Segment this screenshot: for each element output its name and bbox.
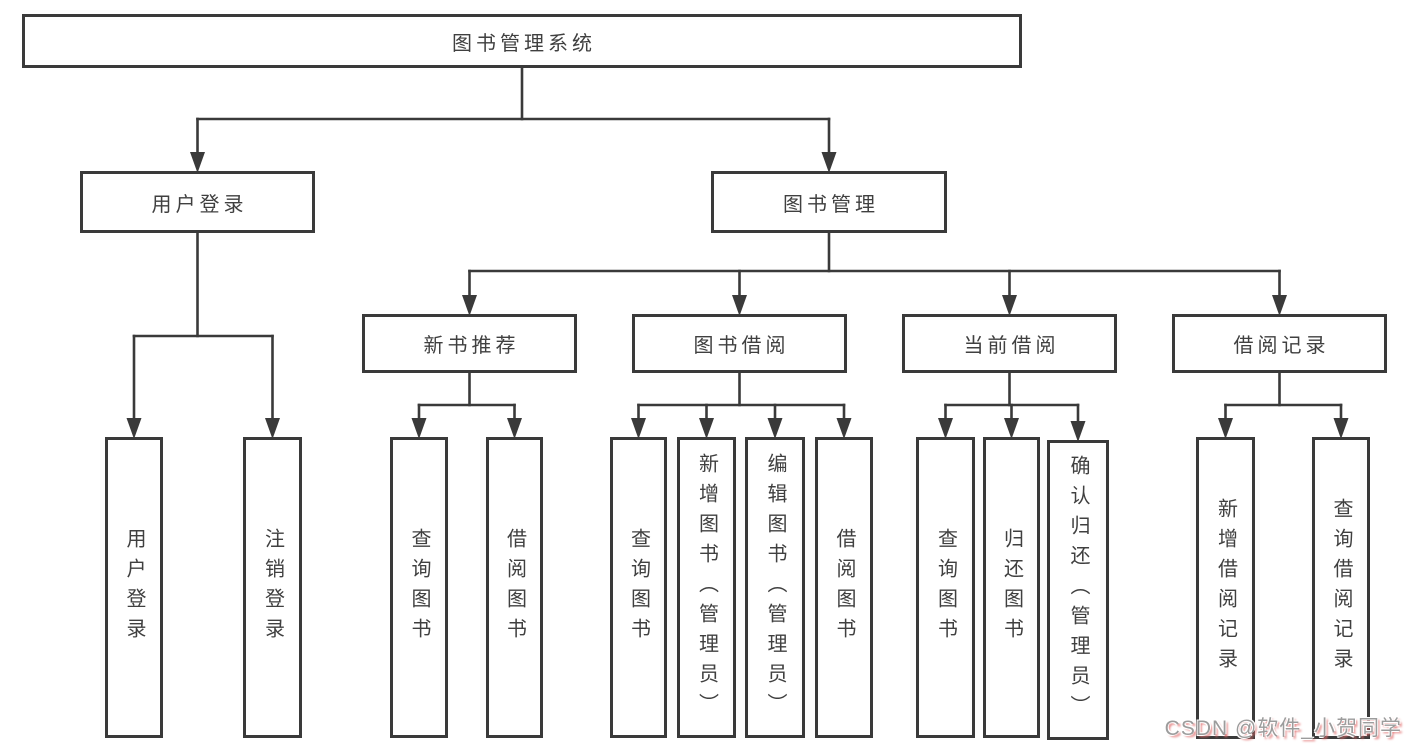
- node-user-login: 用户登录: [80, 171, 315, 233]
- arrowhead-icon: [411, 418, 427, 439]
- node-label-book-mgmt: 图书管理: [783, 193, 879, 216]
- arrowhead-icon: [1070, 421, 1086, 442]
- node-login: 用户登录: [105, 437, 163, 738]
- node-label-cb-return-book: 归还图书: [1000, 527, 1023, 648]
- arrowhead-icon: [631, 418, 646, 439]
- node-label-new-book-rec: 新书推荐: [423, 335, 520, 357]
- node-bb-borrow-book: 借阅图书: [815, 437, 873, 738]
- node-label-bb-add-book: 新增图书（管理员）: [695, 452, 718, 723]
- node-borrow-record: 借阅记录: [1172, 314, 1387, 373]
- node-nbr-query-book: 查询图书: [390, 437, 448, 738]
- arrowhead-icon: [1002, 295, 1017, 316]
- arrowhead-icon: [1218, 418, 1233, 439]
- node-label-nbr-borrow-book: 借阅图书: [503, 527, 526, 648]
- node-label-bb-borrow-book: 借阅图书: [833, 527, 855, 648]
- node-label-br-query-record: 查询借阅记录: [1330, 498, 1352, 678]
- node-nbr-borrow-book: 借阅图书: [486, 437, 543, 738]
- node-label-login: 用户登录: [123, 527, 145, 648]
- arrowhead-icon: [462, 295, 477, 316]
- node-book-mgmt: 图书管理: [711, 171, 947, 233]
- node-label-book-borrow: 图书借阅: [693, 335, 790, 357]
- arrowhead-icon: [507, 418, 522, 439]
- node-label-user-login: 用户登录: [151, 193, 248, 216]
- node-label-bb-query-book: 查询图书: [627, 527, 650, 648]
- node-label-br-add-record: 新增借阅记录: [1214, 498, 1237, 678]
- arrowhead-icon: [126, 418, 142, 439]
- node-br-query-record: 查询借阅记录: [1312, 437, 1370, 739]
- arrowhead-icon: [1004, 418, 1019, 439]
- node-bb-add-book: 新增图书（管理员）: [677, 437, 736, 738]
- node-cb-confirm-return: 确认归还（管理员）: [1047, 440, 1109, 740]
- csdn-watermark: CSDN @软件_小贺同学: [1164, 717, 1402, 740]
- node-current-borrow: 当前借阅: [902, 314, 1117, 373]
- node-bb-edit-book: 编辑图书（管理员）: [745, 437, 805, 738]
- node-bb-query-book: 查询图书: [610, 437, 667, 738]
- node-new-book-rec: 新书推荐: [362, 314, 577, 373]
- arrowhead-icon: [265, 418, 280, 439]
- arrowhead-icon: [767, 418, 783, 439]
- arrowhead-icon: [938, 418, 953, 439]
- arrowhead-icon: [699, 418, 714, 439]
- node-label-borrow-record: 借阅记录: [1233, 335, 1330, 357]
- node-cb-query-book: 查询图书: [916, 437, 975, 738]
- node-logout: 注销登录: [243, 437, 302, 738]
- arrowhead-icon: [1333, 418, 1349, 439]
- node-book-borrow: 图书借阅: [632, 314, 847, 373]
- node-cb-return-book: 归还图书: [983, 437, 1040, 738]
- arrowhead-icon: [821, 152, 837, 173]
- node-label-logout: 注销登录: [261, 527, 284, 648]
- node-label-cb-query-book: 查询图书: [934, 527, 957, 648]
- arrowhead-icon: [836, 418, 852, 439]
- node-label-cb-confirm-return: 确认归还（管理员）: [1067, 455, 1089, 725]
- node-br-add-record: 新增借阅记录: [1196, 437, 1255, 739]
- node-root: 图书管理系统: [22, 14, 1022, 68]
- node-label-root: 图书管理系统: [452, 32, 596, 55]
- arrowhead-icon: [190, 152, 205, 173]
- arrowhead-icon: [732, 295, 747, 316]
- arrowhead-icon: [1272, 295, 1287, 316]
- node-label-bb-edit-book: 编辑图书（管理员）: [764, 452, 786, 723]
- node-label-nbr-query-book: 查询图书: [408, 527, 430, 648]
- node-label-current-borrow: 当前借阅: [963, 335, 1060, 357]
